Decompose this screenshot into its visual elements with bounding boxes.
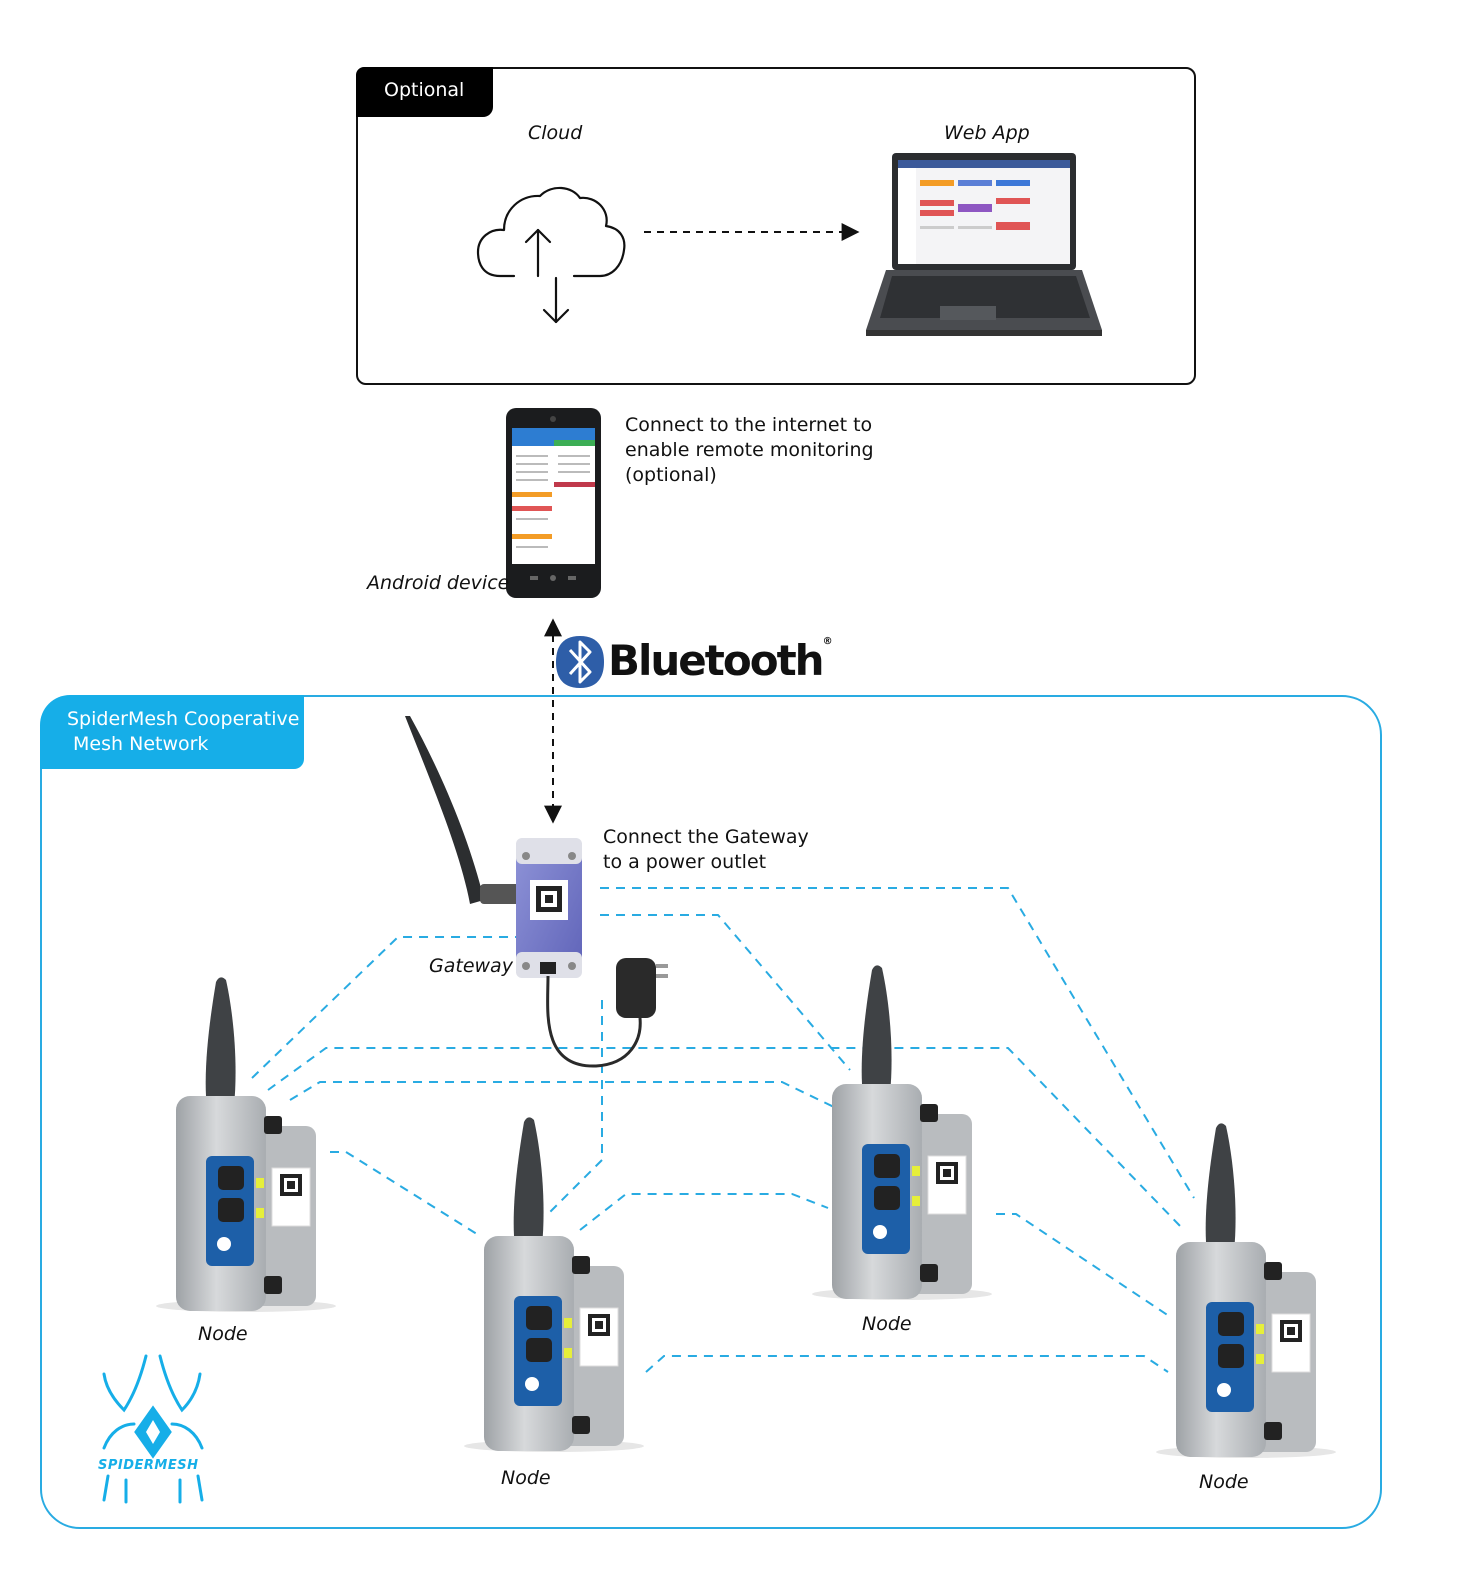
gateway-description-line-2: to a power outlet xyxy=(603,851,767,873)
bluetooth-icon xyxy=(556,636,604,688)
mesh-tab-line-1: SpiderMesh Cooperative xyxy=(67,708,300,730)
android-description-line-1: Connect to the internet to xyxy=(625,414,873,436)
node-device-2 xyxy=(463,1116,645,1453)
webapp-label: Web App xyxy=(944,122,1030,144)
android-description: Connect to the internet to enable remote… xyxy=(625,413,874,488)
cloud-icon xyxy=(476,186,626,324)
bluetooth-word: Bluetooth xyxy=(608,636,825,685)
android-device-label: Android device xyxy=(367,572,510,594)
bluetooth-registered-mark: ® xyxy=(822,636,833,647)
node-device-4 xyxy=(1155,1122,1337,1459)
node-label-4: Node xyxy=(1199,1471,1249,1493)
node-label-1: Node xyxy=(198,1323,248,1345)
gateway-device xyxy=(405,716,668,1068)
mesh-links xyxy=(251,887,1195,1373)
cloud-label: Cloud xyxy=(528,122,583,144)
optional-panel xyxy=(356,67,1196,385)
android-description-line-3: (optional) xyxy=(625,464,717,486)
laptop-icon xyxy=(866,153,1102,336)
node-device-3 xyxy=(811,964,993,1301)
gateway-label: Gateway xyxy=(429,955,513,977)
optional-tab: Optional xyxy=(356,67,493,117)
android-phone-icon xyxy=(506,408,601,598)
bluetooth-wordmark: Bluetooth® xyxy=(608,636,833,685)
mesh-network-tab: SpiderMesh Cooperative Mesh Network xyxy=(40,695,304,769)
node-device-1 xyxy=(155,976,337,1313)
android-description-line-2: enable remote monitoring xyxy=(625,439,874,461)
spidermesh-logo-word: SPIDERMESH xyxy=(98,1458,199,1473)
gateway-description: Connect the Gateway to a power outlet xyxy=(603,825,809,875)
node-label-3: Node xyxy=(862,1313,912,1335)
node-label-2: Node xyxy=(501,1467,551,1489)
mesh-tab-line-2: Mesh Network xyxy=(67,733,209,755)
spidermesh-logo-icon xyxy=(102,1354,204,1504)
gateway-description-line-1: Connect the Gateway xyxy=(603,826,809,848)
mesh-network-panel xyxy=(40,695,1382,1529)
